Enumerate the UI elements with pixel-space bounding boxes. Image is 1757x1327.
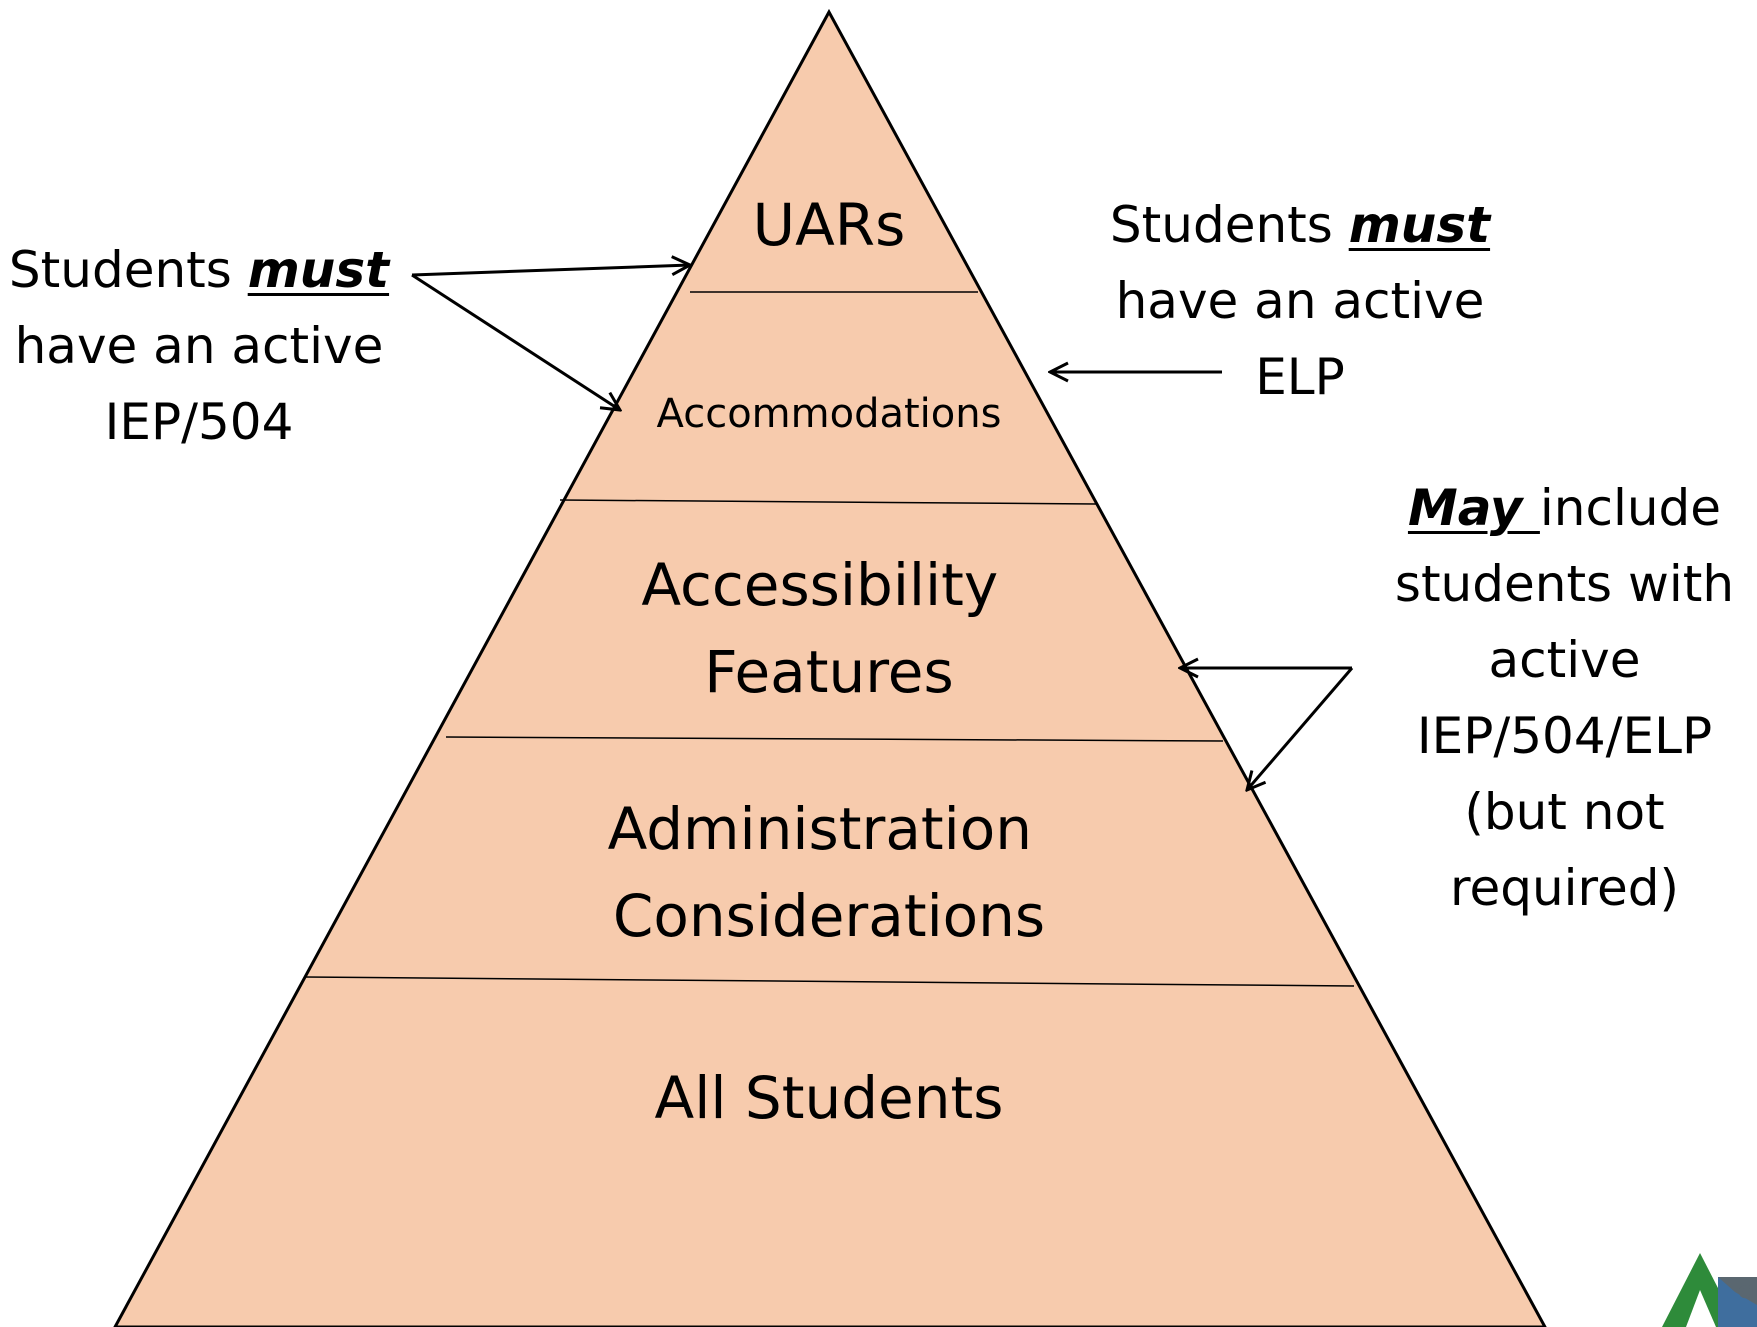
- note-left-must-emphasis: must: [247, 241, 390, 299]
- note-must-elp: Students must have an active ELP: [1090, 187, 1510, 415]
- arrow-left-to-accommodations: [411, 273, 620, 410]
- tier-label-accessibility-features: Accessibility Features: [641, 551, 1016, 706]
- arrow-right-to-administration-considerations: [1247, 667, 1354, 790]
- tier-divider-3: [445, 736, 1224, 742]
- note-must-iep-504: Students must have an active IEP/504: [0, 232, 398, 460]
- tier-label-uars: UARs: [753, 191, 906, 259]
- logo-text: CD: [1738, 1282, 1757, 1303]
- note-right-top-line3: ELP: [1255, 348, 1345, 406]
- note-right-bottom-line5: (but not: [1464, 783, 1665, 841]
- tier-divider-4: [304, 976, 1355, 987]
- arrow-left-to-uars: [411, 265, 690, 277]
- tier-label-administration-considerations: Administration Considerations: [608, 795, 1051, 950]
- tier-divider-2: [559, 499, 1097, 505]
- note-right-bottom-line1: include: [1539, 479, 1722, 537]
- note-right-bottom-line2: students with: [1394, 555, 1735, 613]
- tier-label-accommodations: Accommodations: [657, 391, 1002, 437]
- note-left-line1: Students: [8, 241, 248, 299]
- note-left-line3: IEP/504: [104, 393, 294, 451]
- note-right-top-must-emphasis: must: [1348, 196, 1491, 254]
- tier-label-all-students: All Students: [655, 1064, 1004, 1132]
- note-may-include: May include students with active IEP/504…: [1372, 470, 1757, 926]
- state-logo-icon: CD: [1662, 1253, 1757, 1327]
- note-right-bottom-line4: IEP/504/ELP: [1416, 707, 1713, 765]
- note-right-bottom-line6: required): [1449, 859, 1679, 917]
- note-right-bottom-line3: active: [1488, 631, 1641, 689]
- note-left-line2: have an active: [14, 317, 384, 375]
- note-right-bottom-may-emphasis: May: [1407, 479, 1540, 537]
- note-right-top-line1: Students: [1109, 196, 1349, 254]
- note-right-top-line2: have an active: [1115, 272, 1485, 330]
